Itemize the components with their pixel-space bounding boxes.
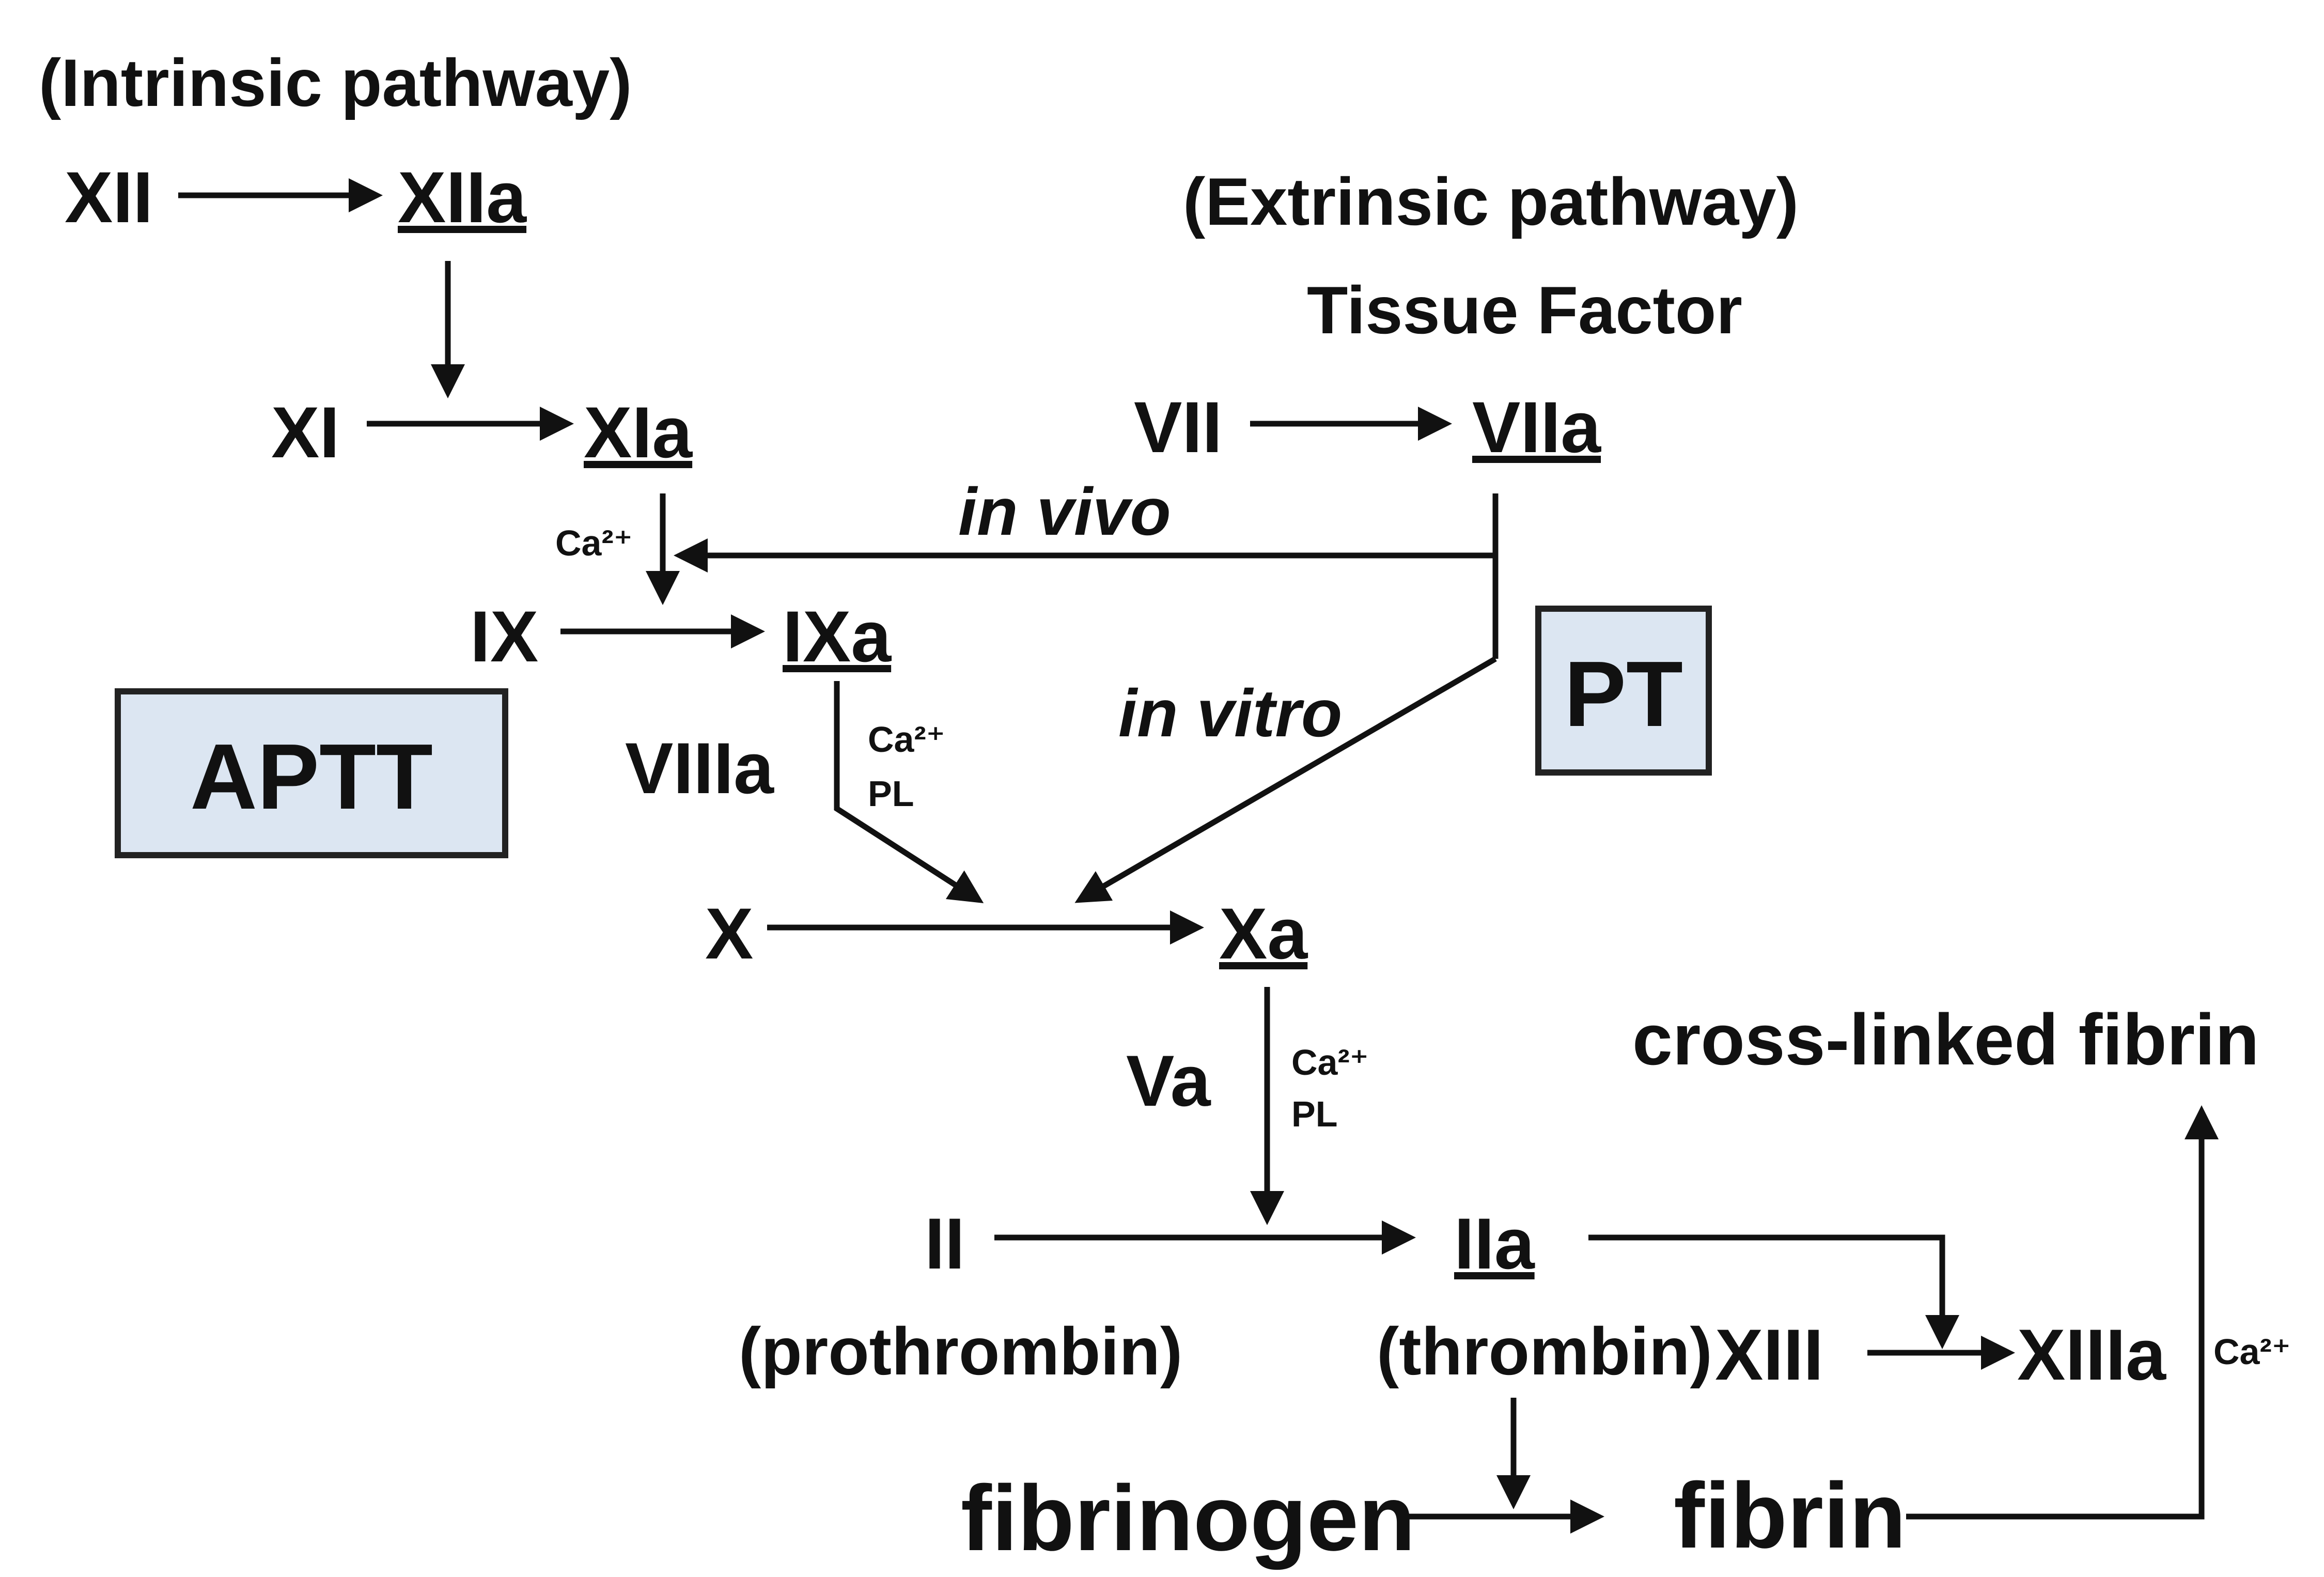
arrow-iia-to-xiii-reaction — [1588, 1234, 1959, 1349]
factor-xiii: XIII — [1715, 1314, 1823, 1395]
factor-ii: II — [925, 1203, 965, 1284]
prothrombin-label: (prothrombin) — [739, 1313, 1182, 1389]
calcium-label-ixa: Ca²⁺ — [868, 719, 945, 760]
arrow-fibrin-to-cross-linked — [1906, 1105, 2219, 1520]
factor-xia: XIa — [584, 392, 693, 473]
factor-vii: VII — [1134, 386, 1222, 468]
factor-ixa: IXa — [783, 596, 892, 677]
fibrinogen-label: fibrinogen — [961, 1466, 1415, 1570]
aptt-label: APTT — [190, 725, 433, 829]
thrombin-label: (thrombin) — [1377, 1313, 1712, 1389]
factor-viiia: VIIIa — [625, 728, 774, 809]
calcium-label-xa: Ca²⁺ — [1291, 1042, 1369, 1083]
tissue-factor-label: Tissue Factor — [1307, 272, 1742, 348]
intrinsic-pathway-title: (Intrinsic pathway) — [39, 45, 632, 120]
aptt-box — [115, 688, 508, 858]
cross-linked-fibrin-label: cross-linked fibrin — [1632, 999, 2259, 1080]
pt-label: PT — [1564, 642, 1683, 746]
phospholipid-label-xa: PL — [1291, 1094, 1337, 1134]
phospholipid-label-ixa: PL — [868, 774, 914, 814]
factor-x: X — [705, 893, 753, 974]
factor-iia: IIa — [1454, 1203, 1535, 1284]
arrow-ixa-to-x-reaction — [834, 681, 984, 903]
factor-xii: XII — [65, 157, 153, 238]
fibrin-label: fibrin — [1674, 1464, 1906, 1568]
factor-viia: VIIa — [1472, 386, 1601, 468]
in-vivo-label: in vivo — [958, 474, 1171, 549]
factor-xiiia: XIIIa — [2017, 1314, 2166, 1395]
in-vitro-label: in vitro — [1118, 675, 1342, 751]
arrow-in-vitro — [1074, 656, 1497, 903]
factor-xi: XI — [271, 392, 339, 473]
factor-xiia: XIIa — [398, 157, 527, 238]
calcium-label-xiiia: Ca²⁺ — [2213, 1332, 2291, 1372]
factor-va: Va — [1126, 1040, 1211, 1121]
pt-box — [1535, 606, 1712, 776]
factor-xa: Xa — [1219, 893, 1308, 974]
factor-ix: IX — [470, 596, 538, 677]
calcium-label-xia: Ca²⁺ — [555, 523, 633, 563]
extrinsic-pathway-title: (Extrinsic pathway) — [1183, 164, 1799, 239]
